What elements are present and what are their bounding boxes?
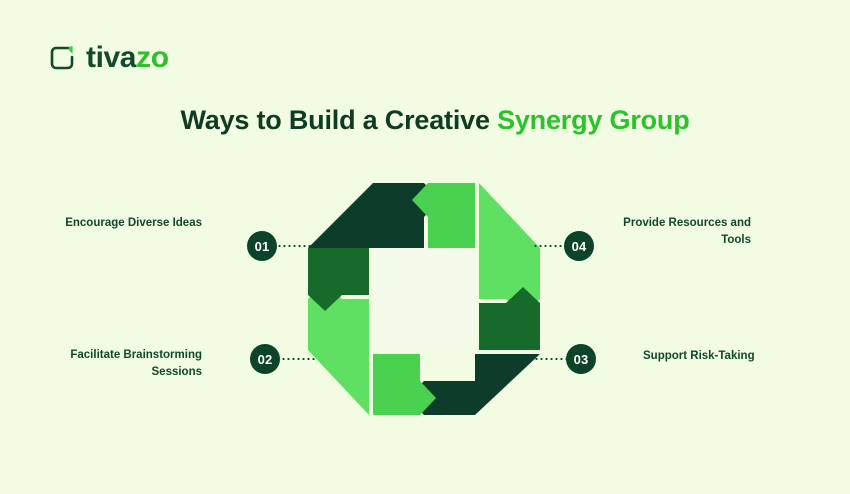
segment-left-bottom (308, 283, 369, 415)
octagon-center (373, 248, 475, 350)
connector-line-01 (277, 245, 313, 247)
brand-name-light: zo (136, 41, 169, 74)
step-label-04: Provide Resources and Tools (623, 217, 751, 246)
step-label-03: Support Risk-Taking (643, 350, 755, 362)
segment-top-right (412, 183, 475, 248)
pinwheel-octagon-graphic (300, 175, 548, 423)
octagon-segments (308, 183, 540, 415)
brand-name-dark: tiva (86, 41, 137, 74)
segment-right-top (479, 183, 540, 315)
segment-left-top (308, 248, 369, 311)
segment-top-left (308, 183, 440, 248)
page-title-main: Ways to Build a Creative (180, 105, 498, 136)
step-label-02: Facilitate Brainstorming Sessions (70, 349, 202, 378)
connector-line-02 (281, 358, 315, 360)
step-label-01: Encourage Diverse Ideas (65, 217, 202, 229)
segment-bottom-right (408, 354, 540, 415)
connector-line-03 (534, 358, 568, 360)
connector-line-04 (533, 245, 565, 247)
page-title: Ways to Build a Creative Synergy Group (180, 102, 690, 139)
step-badge-04: 04 (564, 231, 594, 261)
step-badge-02: 02 (250, 344, 280, 374)
segment-bottom-left (373, 354, 436, 415)
brand-wordmark: tivazo (86, 43, 169, 73)
bracket-square-icon (47, 43, 77, 73)
segment-right-bottom (479, 287, 540, 350)
brand-logo: tivazo (47, 43, 169, 73)
step-badge-03: 03 (566, 344, 596, 374)
step-badge-01: 01 (247, 231, 277, 261)
page-title-accent: Synergy Group (497, 105, 690, 136)
